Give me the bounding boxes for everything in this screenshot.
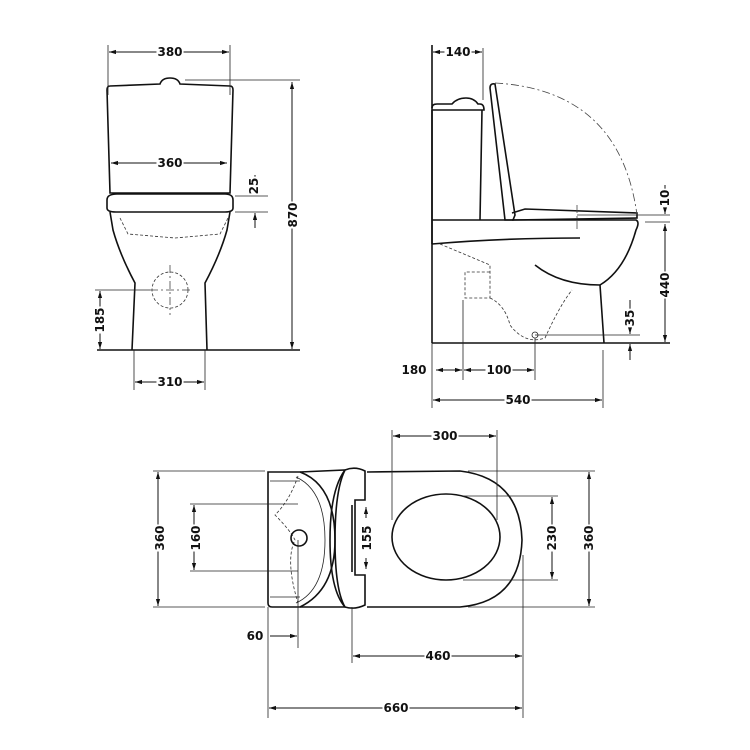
dim-front-seat-width-360: 360: [157, 156, 182, 170]
label-background: [189, 524, 203, 552]
dim-top-seat-460: 460: [425, 649, 450, 663]
dim-front-height-870: 870: [286, 202, 300, 227]
dim-side-outlet-100: 100: [486, 363, 511, 377]
dim-side-depth-540: 540: [505, 393, 530, 407]
label-background: [485, 363, 513, 377]
label-background: [582, 524, 596, 552]
dim-top-fixing-60: 60: [247, 629, 264, 643]
top-view: 300 230 360 360 160 155 60 460 660: [153, 429, 596, 718]
label-background: [444, 45, 472, 59]
dim-top-opening-300: 300: [432, 429, 457, 443]
label-background: [247, 176, 261, 196]
label-background: [545, 524, 559, 552]
dim-front-width-380: 380: [157, 45, 182, 59]
label-background: [382, 701, 410, 715]
label-background: [156, 45, 184, 59]
label-background: [504, 393, 532, 407]
dim-side-wall-180: 180: [401, 363, 426, 377]
label-background: [93, 306, 107, 334]
side-view: 140 10 440 35 180 100 540: [400, 45, 672, 408]
label-background: [360, 524, 374, 552]
dim-side-seat-gap-10: 10: [658, 190, 672, 207]
label-background: [658, 188, 672, 208]
label-background: [156, 375, 184, 389]
dim-top-length-660: 660: [383, 701, 408, 715]
dim-top-hinge-155: 155: [360, 525, 374, 550]
dim-top-width-360: 360: [153, 525, 167, 550]
dim-side-tank-140: 140: [445, 45, 470, 59]
dim-front-outlet-185: 185: [93, 307, 107, 332]
label-background: [424, 649, 452, 663]
label-background: [400, 363, 428, 377]
label-background: [658, 271, 672, 299]
label-background: [286, 201, 300, 229]
dim-front-seat-25: 25: [247, 178, 261, 195]
label-background: [245, 629, 265, 643]
dim-front-base-310: 310: [157, 375, 182, 389]
dim-top-fixing-160: 160: [189, 525, 203, 550]
dim-side-outlet-35: 35: [623, 310, 637, 327]
dim-side-rim-440: 440: [658, 272, 672, 297]
dim-top-seat-width-360: 360: [582, 525, 596, 550]
front-view: 380 360 870 25 185 310: [93, 45, 300, 390]
label-background: [431, 429, 459, 443]
dim-top-opening-230: 230: [545, 525, 559, 550]
label-background: [153, 524, 167, 552]
label-background: [623, 308, 637, 328]
label-background: [156, 156, 184, 170]
